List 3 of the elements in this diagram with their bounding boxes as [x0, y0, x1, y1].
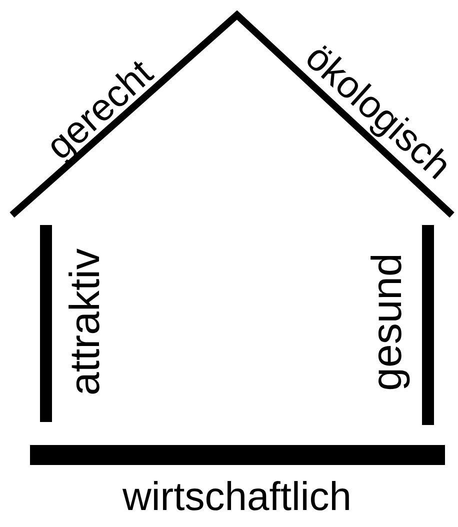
wall-label: gesund: [366, 253, 408, 391]
floor-label: wirtschaftlich: [122, 477, 352, 517]
wall-label: attraktiv: [64, 248, 106, 396]
